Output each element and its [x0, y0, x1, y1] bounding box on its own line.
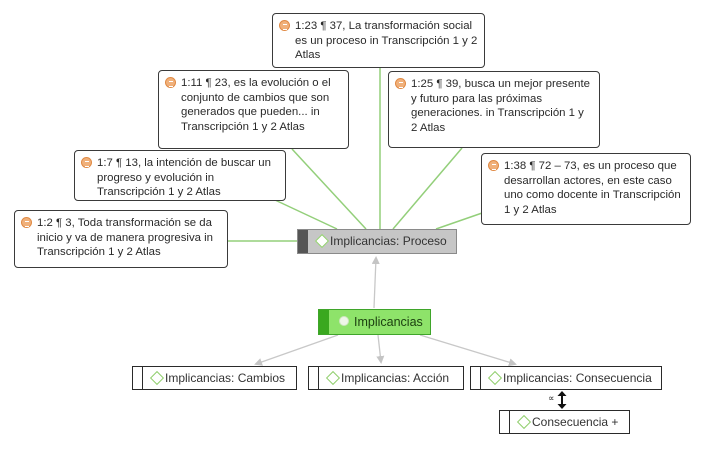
- code-label: Implicancias: Proceso: [330, 234, 447, 248]
- code-color-bar: [471, 367, 481, 389]
- code-node-proceso[interactable]: Implicancias: Proceso: [297, 229, 457, 254]
- code-color-bar: [133, 367, 143, 389]
- quotation-text: 1:38 ¶ 72 – 73, es un proceso que desarr…: [504, 160, 681, 216]
- code-diamond-icon: [149, 370, 165, 386]
- link-main-consecuencia: [419, 334, 517, 367]
- quotation-node[interactable]: 1:7 ¶ 13, la intención de buscar un prog…: [74, 150, 286, 201]
- code-label: Consecuencia +: [532, 415, 619, 429]
- code-node-cambios[interactable]: Implicancias: Cambios: [132, 366, 297, 390]
- code-group-circle-icon: [339, 316, 349, 326]
- code-label: Implicancias: Cambios: [165, 371, 286, 385]
- quotation-text: 1:25 ¶ 39, busca un mejor presente y fut…: [411, 78, 590, 134]
- quotation-icon: [279, 20, 290, 31]
- link-q1_7-proceso: [274, 199, 338, 230]
- code-diamond-icon: [487, 370, 503, 386]
- code-node-consecuencia-plus[interactable]: Consecuencia +: [499, 410, 630, 434]
- quotation-node[interactable]: 1:38 ¶ 72 – 73, es un proceso que desarr…: [481, 153, 691, 225]
- link-main-cambios: [254, 334, 339, 366]
- link-main-proceso: [371, 256, 380, 309]
- code-node-accion[interactable]: Implicancias: Acción: [308, 366, 464, 390]
- quotation-text: 1:2 ¶ 3, Toda transformación se da inici…: [37, 217, 214, 258]
- code-label: Implicancias: Consecuencia: [503, 371, 652, 385]
- quotation-text: 1:23 ¶ 37, La transformación social es u…: [295, 20, 478, 61]
- quotation-icon: [488, 160, 499, 171]
- quotation-node[interactable]: 1:23 ¶ 37, La transformación social es u…: [272, 13, 485, 68]
- link-q1_25-proceso: [392, 147, 463, 230]
- code-diamond-icon: [325, 370, 341, 386]
- quotation-icon: [81, 157, 92, 168]
- code-diamond-icon: [516, 414, 532, 430]
- code-node-consecuencia[interactable]: Implicancias: Consecuencia: [470, 366, 662, 390]
- link-q1_38-proceso: [435, 211, 486, 230]
- quotation-node[interactable]: 1:2 ¶ 3, Toda transformación se da inici…: [14, 210, 228, 268]
- code-node-implicancias[interactable]: Implicancias: [318, 309, 431, 335]
- code-color-bar: [319, 310, 329, 334]
- quotation-icon: [165, 77, 176, 88]
- code-label: Implicancias: [354, 315, 423, 329]
- code-color-bar: [309, 367, 319, 389]
- link-main-accion: [376, 334, 385, 364]
- quotation-text: 1:7 ¶ 13, la intención de buscar un prog…: [97, 157, 271, 198]
- code-color-bar: [500, 411, 510, 433]
- link-q1_11-proceso: [291, 148, 367, 230]
- quotation-icon: [395, 78, 406, 89]
- quotation-icon: [21, 217, 32, 228]
- code-diamond-icon: [314, 233, 330, 249]
- quotation-node[interactable]: 1:11 ¶ 23, es la evolución o el conjunto…: [158, 70, 349, 149]
- quotation-text: 1:11 ¶ 23, es la evolución o el conjunto…: [181, 77, 331, 133]
- code-color-bar: [298, 230, 308, 253]
- bidirectional-arrow-icon[interactable]: [557, 391, 567, 409]
- code-label: Implicancias: Acción: [341, 371, 450, 385]
- quotation-node[interactable]: 1:25 ¶ 39, busca un mejor presente y fut…: [388, 71, 600, 148]
- relation-proportional-symbol: ∝: [548, 393, 555, 403]
